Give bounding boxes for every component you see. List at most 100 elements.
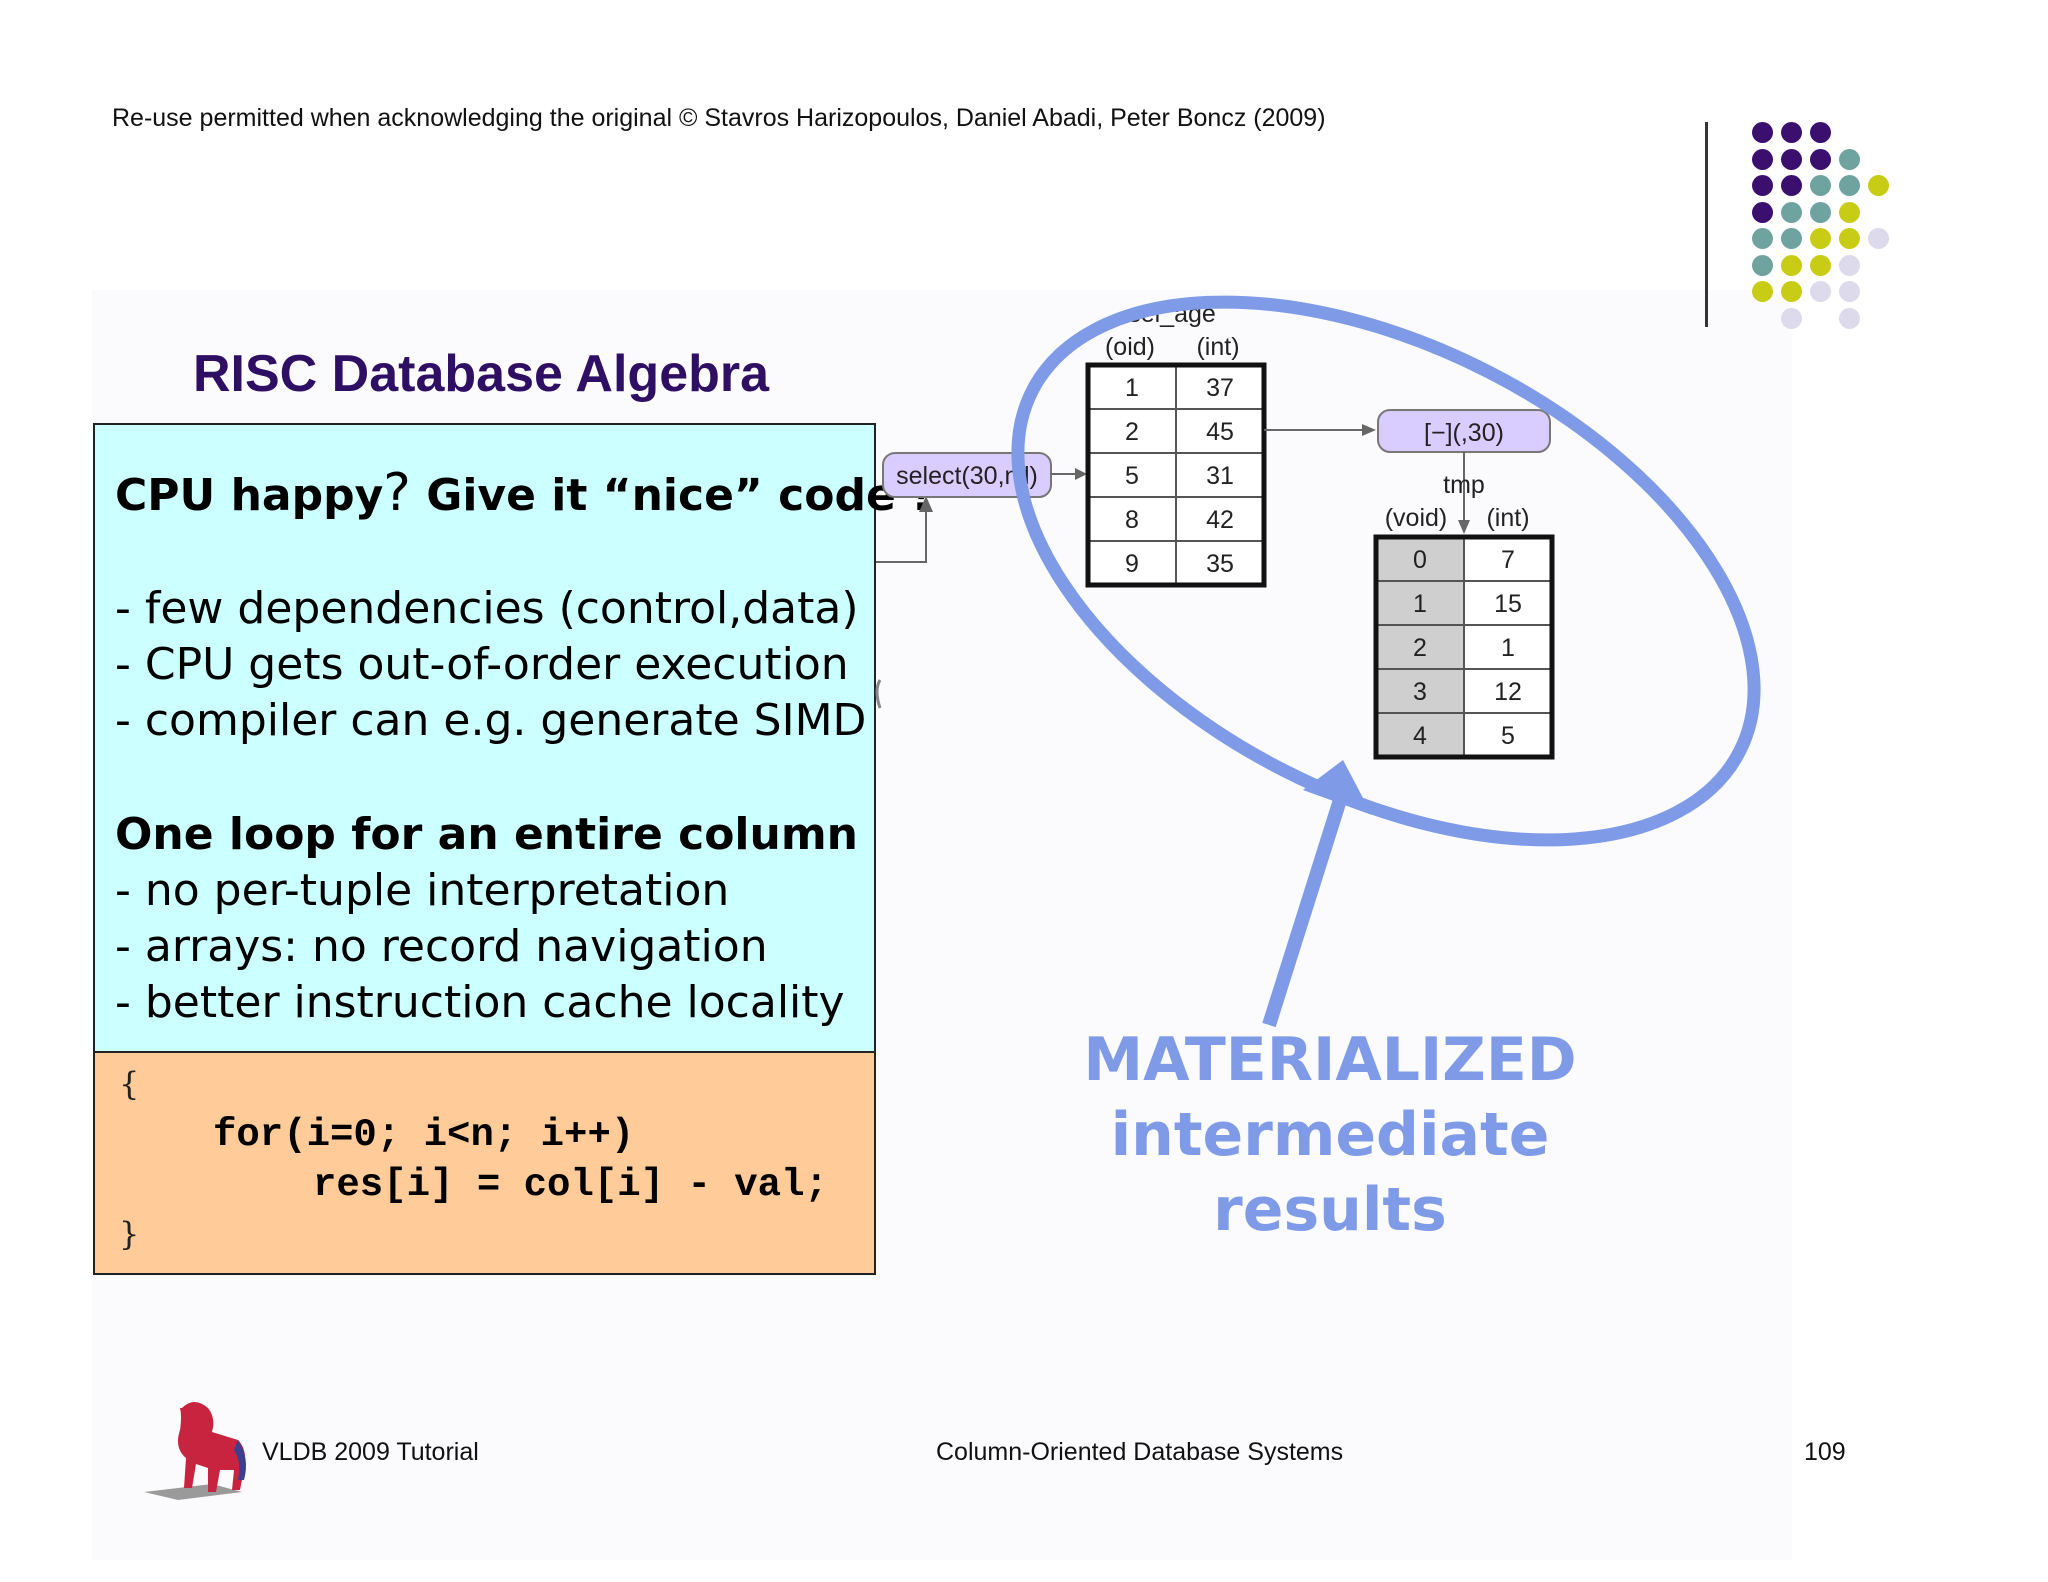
minus-operator-label: [−](,30) — [1424, 419, 1504, 447]
sel-age-cell-value: 31 — [1206, 462, 1234, 490]
decorative-dot — [1810, 175, 1831, 196]
decorative-dot — [1752, 201, 1773, 223]
tmp-cell — [1463, 624, 1553, 670]
decorative-dot — [1752, 281, 1773, 302]
sel-age-cell-value: 35 — [1206, 550, 1234, 578]
tmp-cell — [1375, 712, 1465, 758]
code-line-body: res[i] = col[i] - val; — [313, 1163, 828, 1207]
decorative-dot — [1781, 148, 1802, 170]
slide-title: RISC Database Algebra — [193, 345, 770, 403]
tmp-cell-value: 2 — [1413, 634, 1427, 662]
decorative-dot — [1810, 228, 1831, 249]
bullet-item: - CPU gets out-of-order execution — [115, 639, 849, 690]
decorative-dot — [1839, 281, 1860, 302]
bullet-item: - few dependencies (control,data) — [115, 583, 859, 634]
page-number: 109 — [1804, 1438, 1846, 1466]
tmp-cell — [1463, 668, 1553, 714]
connector-arrowhead — [919, 496, 933, 512]
annotation-arrowhead — [1303, 760, 1372, 815]
decorative-dot — [1781, 254, 1802, 276]
sel-age-arrowhead — [1362, 424, 1376, 436]
bullet-item: - better instruction cache locality — [115, 977, 845, 1028]
sel-age-cell-value: 37 — [1206, 374, 1234, 402]
decorative-dot — [1839, 175, 1860, 196]
tmp-name: tmp — [1443, 471, 1485, 499]
tmp-cell-value: 5 — [1501, 722, 1515, 750]
connector-line — [876, 510, 927, 563]
tmp-col2-header: (int) — [1486, 504, 1529, 532]
bullet-item: - no per-tuple interpretation — [115, 865, 730, 916]
tmp-border — [1373, 534, 1555, 760]
tmp-cell-value: 3 — [1413, 678, 1427, 706]
sel-age-border — [1085, 362, 1267, 588]
tmp-table: 0 7 1 15 2 1 3 12 4 5 — [1373, 534, 1555, 760]
footer-course-title: Column-Oriented Database Systems — [936, 1438, 1344, 1466]
decorative-dot — [1810, 281, 1831, 302]
decorative-dot — [1781, 307, 1802, 329]
decorative-dot — [1752, 148, 1773, 170]
decorative-dot — [1781, 122, 1802, 143]
op-arrowhead — [1458, 520, 1470, 534]
sel-age-cell-value: 2 — [1125, 418, 1139, 446]
tmp-cell-value: 7 — [1501, 546, 1515, 574]
sel-age-cell-value: 5 — [1125, 462, 1139, 490]
sel-age-col2-header: (int) — [1196, 333, 1239, 361]
decorative-dot — [1810, 148, 1831, 170]
tmp-cell-value: 1 — [1501, 634, 1515, 662]
decorative-dot — [1839, 148, 1860, 170]
heading-part-b: Give it “nice” code ! — [410, 470, 932, 521]
decorative-dot — [1810, 254, 1831, 276]
decorative-dot — [1752, 228, 1773, 249]
sel-age-cell-value: 8 — [1125, 506, 1139, 534]
sel-age-cell-value: 1 — [1125, 374, 1139, 402]
tmp-cell-value: 0 — [1413, 546, 1427, 574]
heading-question-mark: ? — [383, 463, 411, 523]
decorative-dot — [1868, 228, 1889, 249]
decorative-dot — [1781, 281, 1802, 302]
copyright-notice: Re-use permitted when acknowledging the … — [112, 104, 1326, 132]
tmp-cell — [1463, 536, 1553, 582]
decorative-dot — [1781, 201, 1802, 223]
annotation-line-3: results — [1213, 1175, 1447, 1245]
decorative-dot-grid — [1752, 122, 1912, 332]
annotation-arrow-shaft — [1262, 797, 1347, 1028]
tmp-cell-value: 15 — [1494, 590, 1522, 618]
decorative-dot — [1810, 122, 1831, 143]
tmp-cell-value: 12 — [1494, 678, 1522, 706]
tmp-cell-value: 4 — [1413, 722, 1427, 750]
heading-part-a: CPU happy — [115, 470, 384, 521]
code-line-loop: for(i=0; i<n; i++) — [213, 1113, 635, 1157]
sel-age-cell-value: 9 — [1125, 550, 1139, 578]
decorative-dot — [1839, 201, 1860, 223]
decorative-dot — [1752, 122, 1773, 143]
sel-age-col1-header: (oid) — [1105, 333, 1155, 361]
decorative-dot — [1752, 175, 1773, 196]
decorative-dot — [1839, 307, 1860, 329]
bullet-item: - arrays: no record navigation — [115, 921, 768, 972]
decorative-dot — [1752, 254, 1773, 276]
code-box: { for(i=0; i<n; i++) res[i] = col[i] - v… — [93, 1053, 876, 1275]
decorative-dot — [1781, 228, 1802, 249]
decorative-dot — [1810, 201, 1831, 223]
heading-cpu-happy: CPU happy? Give it “nice” code ! — [115, 463, 931, 523]
annotation-line-2: intermediate — [1110, 1100, 1550, 1170]
sel-age-cell-value: 45 — [1206, 418, 1234, 446]
heading-one-loop: One loop for an entire column — [115, 809, 858, 860]
decorative-dot — [1868, 175, 1889, 196]
tmp-cell-value: 1 — [1413, 590, 1427, 618]
highlight-ellipse — [1011, 295, 1761, 847]
decorative-dot — [1781, 175, 1802, 196]
decorative-dot — [1839, 228, 1860, 249]
lion-logo-icon — [144, 1402, 246, 1500]
footer-event: VLDB 2009 Tutorial — [262, 1438, 479, 1466]
connector-stub — [875, 679, 882, 709]
bullet-item: - compiler can e.g. generate SIMD — [115, 695, 867, 746]
select-arrowhead — [1075, 468, 1087, 480]
open-brace: { — [119, 1065, 140, 1103]
explanation-box: CPU happy? Give it “nice” code ! - few d… — [93, 423, 931, 1053]
tmp-col1-header: (void) — [1385, 504, 1448, 532]
close-brace: } — [119, 1215, 140, 1253]
tmp-cell — [1463, 580, 1553, 626]
